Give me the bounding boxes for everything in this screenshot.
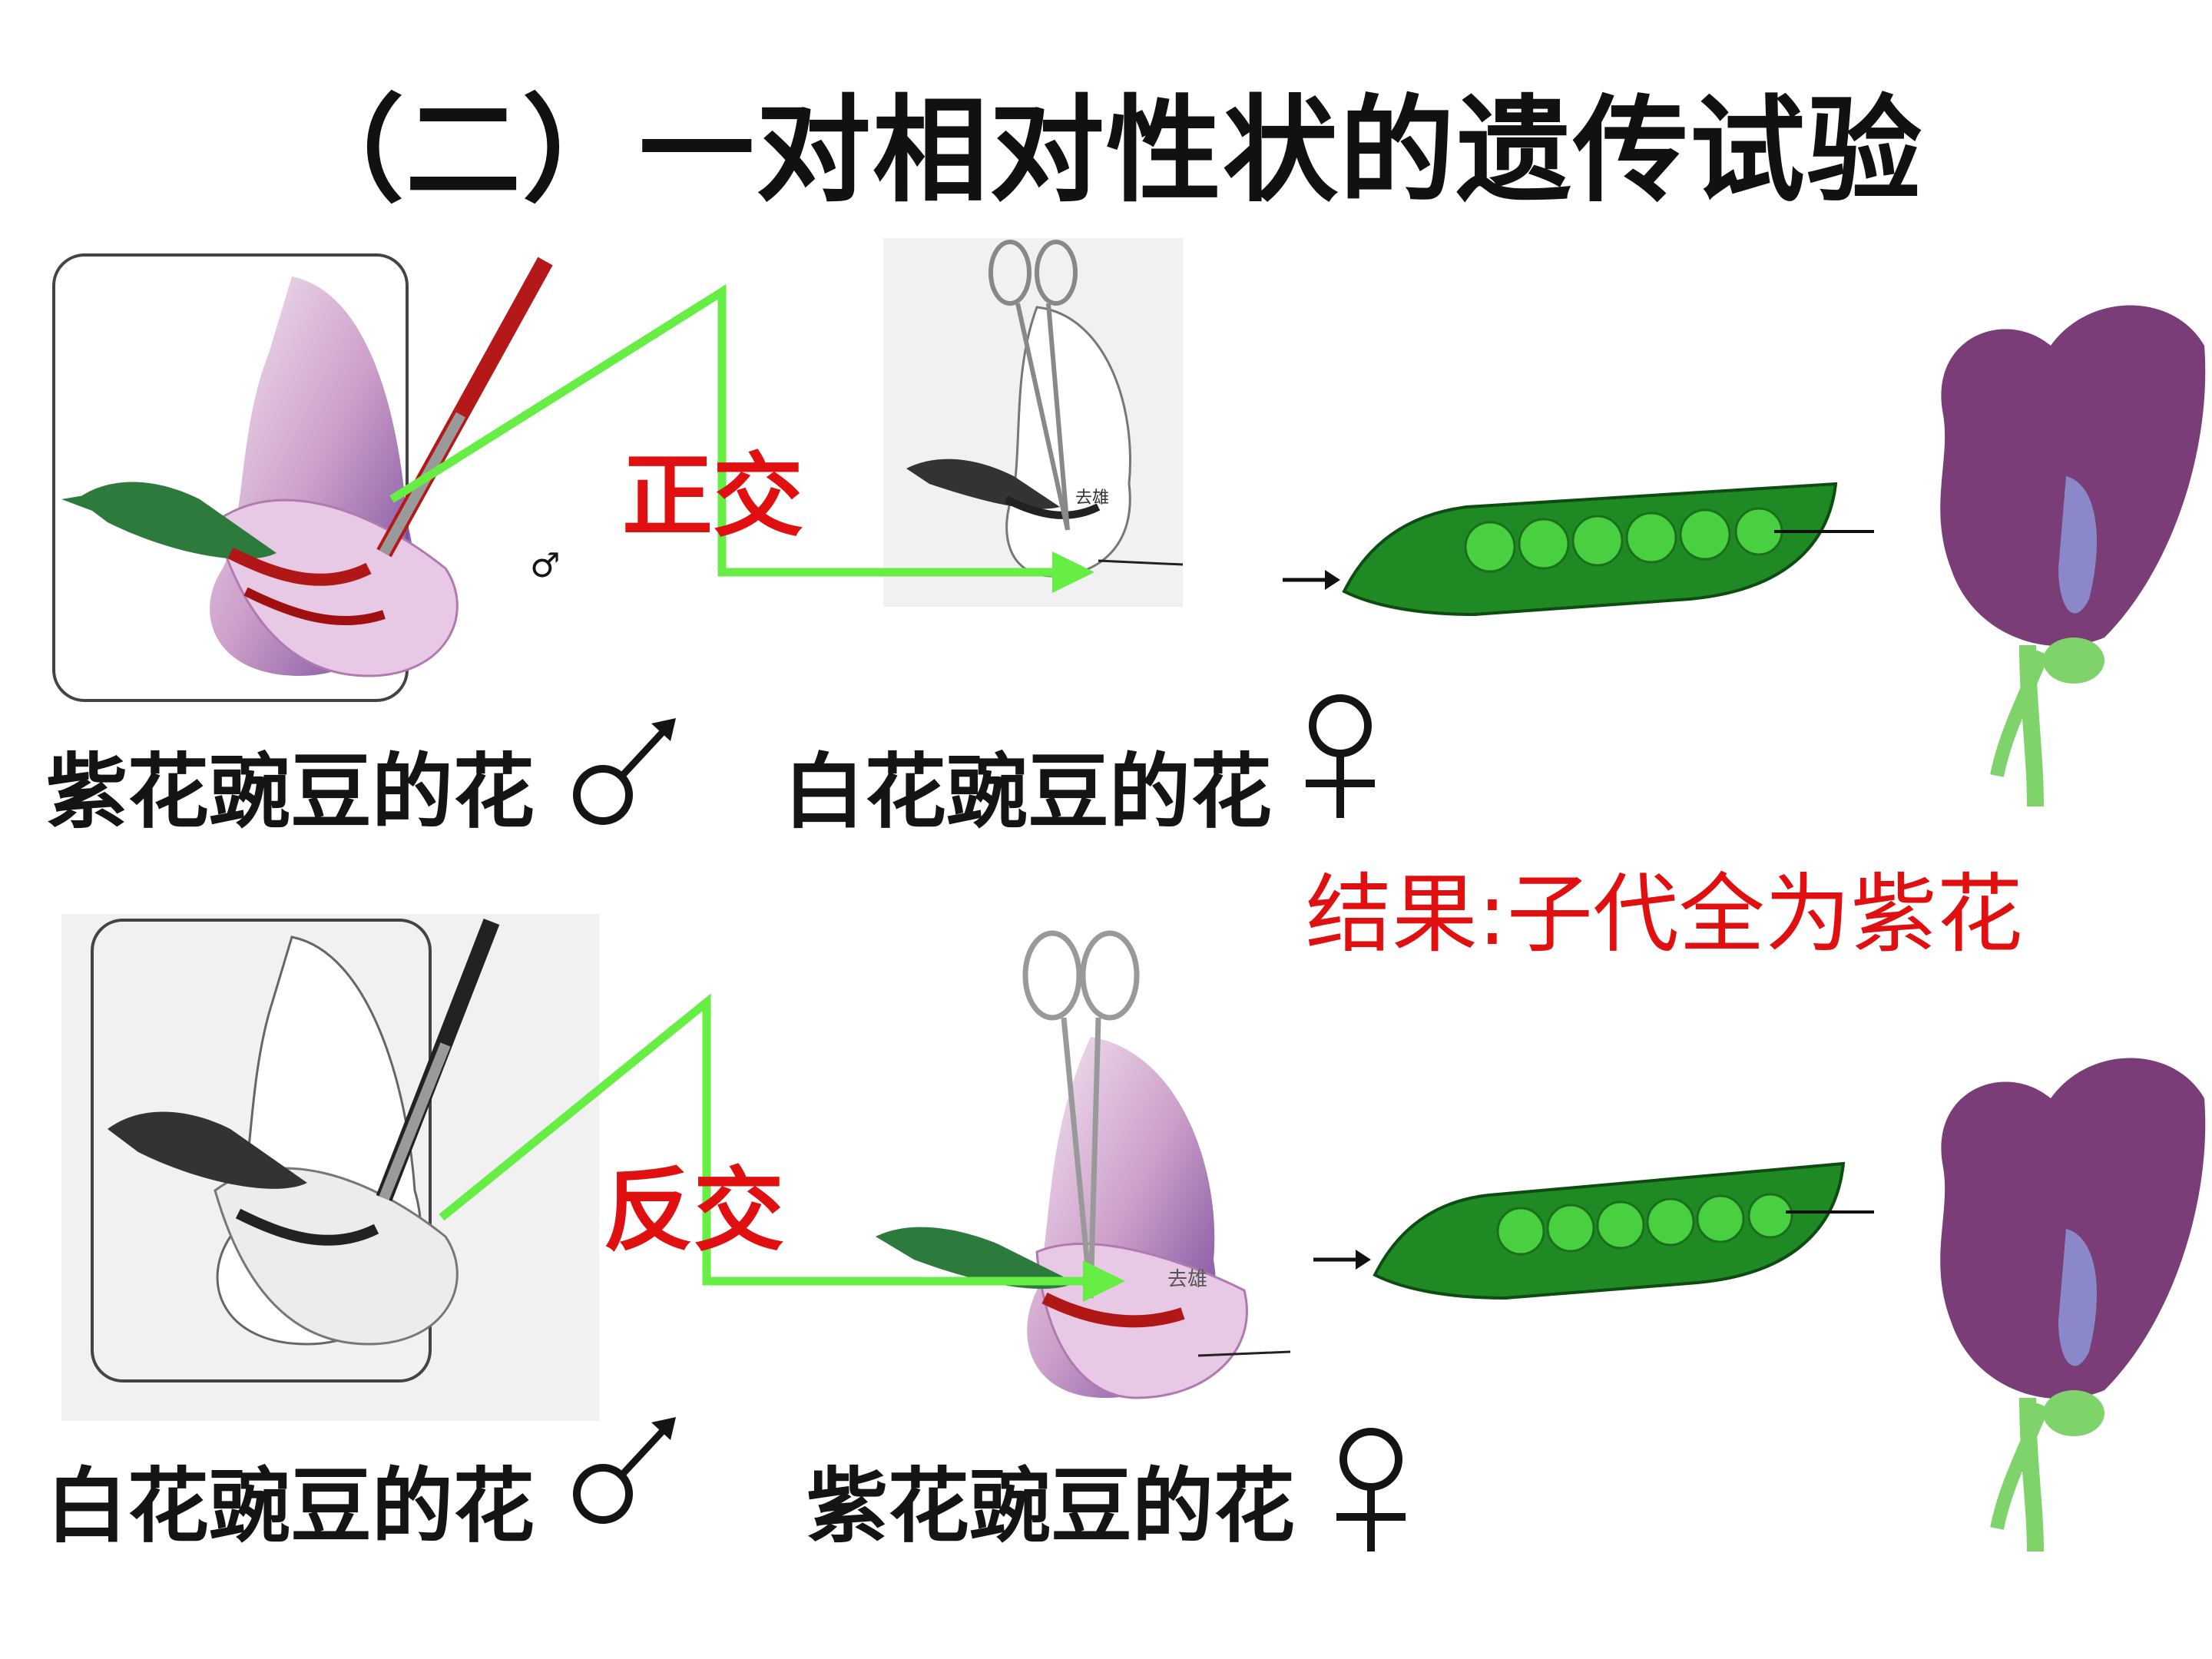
page-title: （二）一对相对性状的遗传试验 [288, 84, 1923, 218]
cross-label-reciprocal-reverse: 反交 [603, 1157, 785, 1263]
male-parent-caption: 紫花豌豆的花 [46, 743, 535, 839]
male-symbol [573, 718, 676, 825]
cross-label-reciprocal-forward: 正交 [622, 442, 804, 549]
emasculation-tag: 去雄 [1167, 1268, 1208, 1291]
pea-pod-illustration [1313, 1161, 1874, 1300]
pea-pod-illustration [1283, 482, 1874, 617]
purple-flower-result-illustration [1940, 1058, 2206, 1552]
emasculation-tag: 去雄 [1075, 488, 1110, 508]
small-male-symbol: ♂ [530, 546, 561, 585]
female-symbol [1306, 694, 1375, 818]
white-pea-flower-illustration [61, 914, 599, 1421]
result-text: 结果:子代全为紫花 [1306, 865, 2023, 965]
male-symbol [573, 1417, 676, 1524]
purple-flower-result-illustration [1940, 305, 2206, 807]
female-parent-caption: 紫花豌豆的花 [806, 1458, 1295, 1554]
female-parent-caption: 白花豌豆的花 [783, 743, 1272, 839]
male-parent-caption: 白花豌豆的花 [46, 1458, 535, 1554]
white-pea-flower-emasculated-illustration [883, 238, 1184, 607]
female-symbol [1336, 1428, 1406, 1551]
